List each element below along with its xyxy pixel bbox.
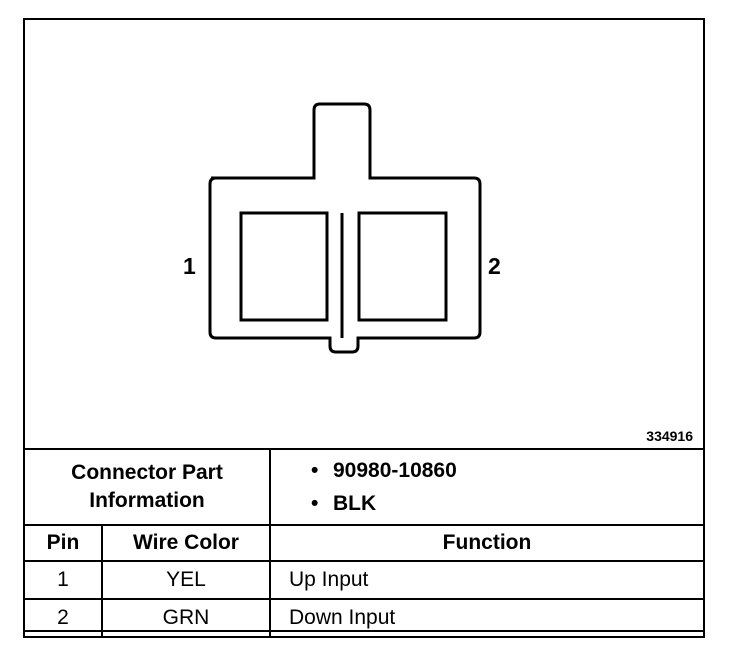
part-color-text: BLK [333,492,377,515]
part-info-values: •90980-10860 •BLK [269,448,705,526]
header-function: Function [269,524,705,562]
cell-pin: 2 [23,598,103,638]
cell-function: Up Input [269,560,705,600]
connector-face-drawing [208,102,482,354]
cell-wire-color: GRN [101,598,271,638]
part-color: •BLK [311,492,377,515]
part-info-label: Connector Part Information [23,448,271,526]
table-row: 1 YEL Up Input [23,560,705,600]
connector-diagram: 1 2 334916 [25,20,703,450]
pin-1-label: 1 [183,253,196,279]
pin-cavity-1 [239,211,329,322]
connector-figure: 1 2 334916 Connector Part Information •9… [23,18,705,638]
cell-wire-color: YEL [101,560,271,600]
part-info-row: Connector Part Information •90980-10860 … [23,448,705,526]
part-info-label-text: Connector Part Information [71,461,223,512]
header-wire-color: Wire Color [101,524,271,562]
connector-table: Connector Part Information •90980-10860 … [23,448,705,638]
table-header-row: Pin Wire Color Function [23,524,705,562]
table-row: 2 GRN Down Input [23,598,705,638]
part-number: •90980-10860 [311,459,457,482]
cell-pin: 1 [23,560,103,600]
pin-2-label: 2 [488,253,501,279]
part-number-text: 90980-10860 [333,459,457,482]
cell-function: Down Input [269,598,705,638]
figure-id: 334916 [646,428,693,444]
pin-cavity-2 [357,211,448,322]
header-pin: Pin [23,524,103,562]
